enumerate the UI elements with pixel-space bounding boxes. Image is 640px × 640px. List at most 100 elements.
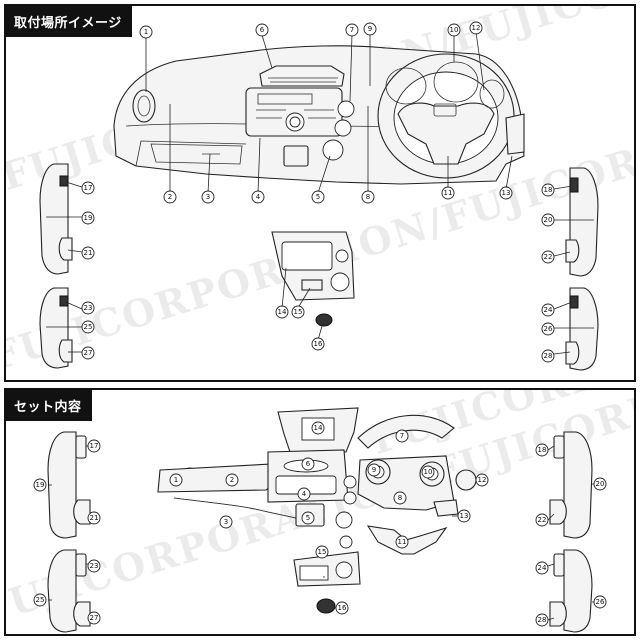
svg-text:4: 4 [256,193,261,201]
callout-2: 2 [163,190,177,204]
svg-text:21: 21 [84,249,93,257]
svg-text:9: 9 [368,25,372,33]
svg-text:12: 12 [478,476,487,484]
installation-image-panel: 取付場所イメージ FUJICORPORATION/FUJICORPORATION… [4,4,636,382]
svg-text:6: 6 [260,26,265,34]
dashboard-installation-diagram: 1 2 3 4 5 6 7 8 9 10 11 12 13 14 15 16 1… [39,21,599,371]
svg-text:24: 24 [538,564,547,572]
svg-text:5: 5 [316,193,320,201]
callout-25: 25 [33,593,47,607]
center-console-detail [271,231,355,327]
svg-text:3: 3 [206,193,210,201]
callout-26: 26 [541,322,555,336]
svg-text:13: 13 [460,512,469,520]
svg-text:22: 22 [538,516,547,524]
svg-text:25: 25 [36,596,45,604]
callout-20: 20 [593,477,607,491]
callout-27: 27 [81,346,95,360]
svg-text:21: 21 [90,514,99,522]
svg-text:26: 26 [544,325,553,333]
svg-text:23: 23 [84,304,93,312]
callout-5: 5 [301,511,315,525]
callout-9: 9 [367,463,381,477]
svg-text:24: 24 [544,306,553,314]
callout-15: 15 [291,305,305,319]
svg-text:27: 27 [84,349,93,357]
callout-19: 19 [81,211,95,225]
callout-3: 3 [201,190,215,204]
svg-text:22: 22 [544,253,553,261]
callout-3: 3 [219,515,233,529]
callout-23: 23 [87,559,101,573]
left-door-parts [47,431,91,633]
callout-14: 14 [275,305,289,319]
svg-text:10: 10 [424,468,433,476]
right-door-trims [565,167,599,371]
right-door-parts [549,431,593,633]
svg-text:18: 18 [538,446,547,454]
callout-8: 8 [393,491,407,505]
callout-2: 2 [225,473,239,487]
callout-10: 10 [447,23,461,37]
callout-5: 5 [311,190,325,204]
callout-22: 22 [535,513,549,527]
callout-17: 17 [81,181,95,195]
callout-24: 24 [535,561,549,575]
callout-19: 19 [33,478,47,492]
callout-18: 18 [541,183,555,197]
svg-text:1: 1 [144,28,148,36]
svg-text:7: 7 [400,432,404,440]
svg-text:28: 28 [544,352,553,360]
callout-20: 20 [541,213,555,227]
svg-text:11: 11 [398,538,407,546]
set-contents-title: セット内容 [6,390,92,421]
svg-text:8: 8 [366,193,370,201]
svg-text:28: 28 [538,616,547,624]
svg-text:16: 16 [314,340,323,348]
svg-text:19: 19 [84,214,93,222]
set-contents-diagram: 1 2 3 4 5 6 7 8 9 10 11 12 13 14 15 16 1… [33,407,607,633]
svg-text:3: 3 [224,518,228,526]
svg-text:5: 5 [306,514,310,522]
callout-7: 7 [345,23,359,37]
callout-6: 6 [301,457,315,471]
callout-23: 23 [81,301,95,315]
dashboard-outline [113,45,525,185]
callout-27: 27 [87,611,101,625]
callout-16: 16 [335,601,349,615]
svg-text:10: 10 [450,26,459,34]
svg-text:15: 15 [318,548,327,556]
callout-28: 28 [535,613,549,627]
svg-text:15: 15 [294,308,303,316]
callout-10: 10 [421,465,435,479]
callout-7: 7 [395,429,409,443]
svg-text:1: 1 [174,476,178,484]
callout-13: 13 [499,186,513,200]
svg-text:20: 20 [544,216,553,224]
svg-text:14: 14 [278,308,287,316]
callout-25: 25 [81,320,95,334]
set-contents-panel: セット内容 FUJICORPORATION/FUJICORPORATION/FU… [4,388,636,636]
callout-13: 13 [457,509,471,523]
callout-1: 1 [169,473,183,487]
svg-text:17: 17 [90,442,99,450]
svg-text:4: 4 [302,490,307,498]
svg-text:8: 8 [398,494,402,502]
callout-28: 28 [541,349,555,363]
svg-text:2: 2 [230,476,234,484]
svg-text:13: 13 [502,189,511,197]
callout-24: 24 [541,303,555,317]
installation-image-title: 取付場所イメージ [6,6,132,37]
callout-17: 17 [87,439,101,453]
svg-text:20: 20 [596,480,605,488]
leader-lines [46,31,594,355]
callout-15: 15 [315,545,329,559]
callout-9: 9 [363,22,377,36]
svg-text:18: 18 [544,186,553,194]
callout-14: 14 [311,421,325,435]
svg-text:7: 7 [350,26,354,34]
svg-text:17: 17 [84,184,93,192]
svg-text:16: 16 [338,604,347,612]
center-parts [157,407,477,614]
svg-text:12: 12 [472,24,481,32]
